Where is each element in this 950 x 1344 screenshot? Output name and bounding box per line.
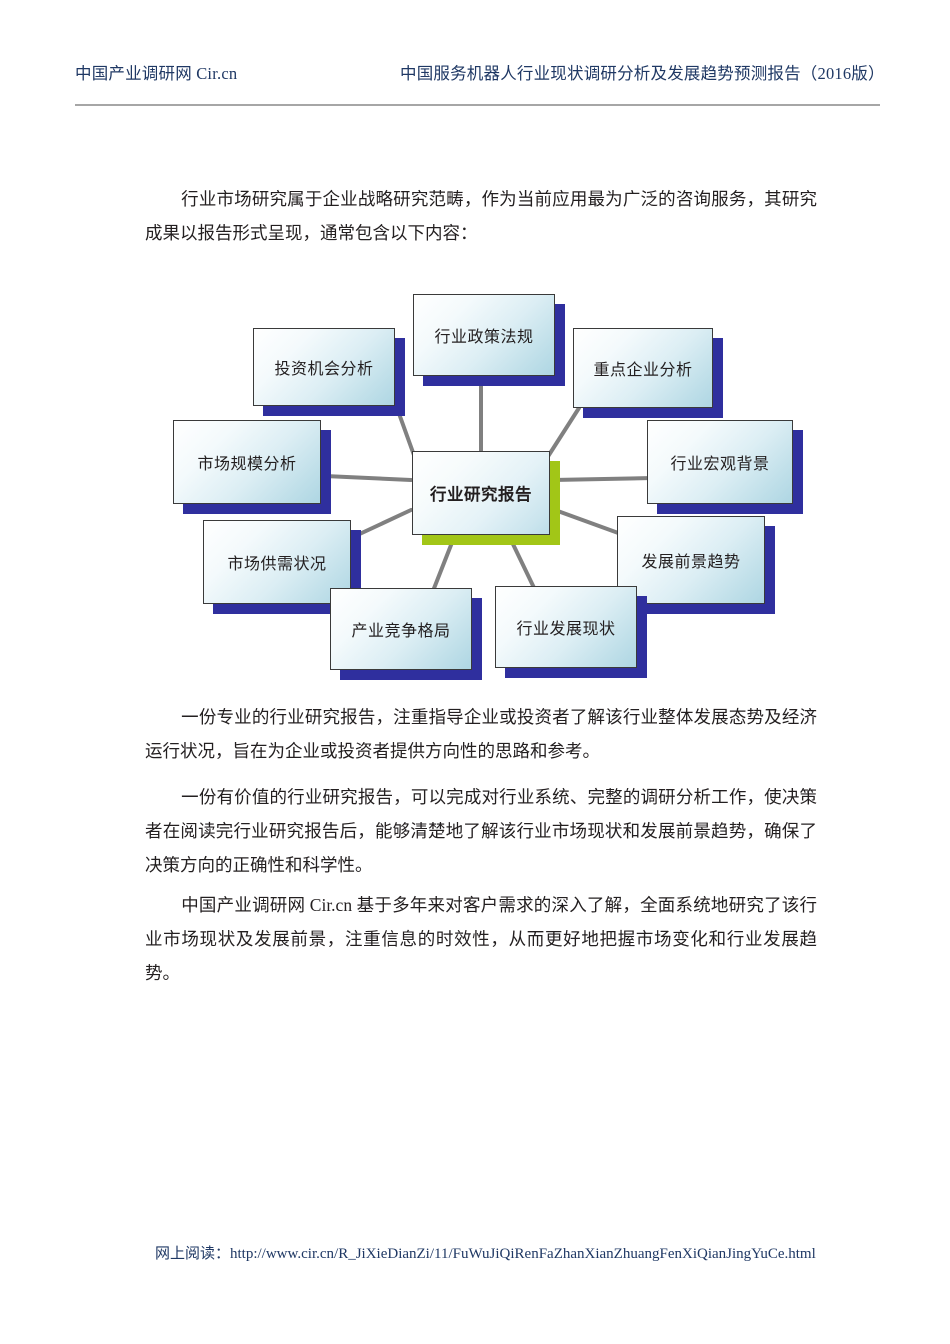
paragraph-professional-report: 一份专业的行业研究报告，注重指导企业或投资者了解该行业整体发展态势及经济运行状况… [145,700,817,768]
paragraph-cir-statement: 中国产业调研网 Cir.cn 基于多年来对客户需求的深入了解，全面系统地研究了该… [145,888,817,990]
node-card: 市场供需状况 [203,520,351,604]
node-label: 发展前景趋势 [641,554,741,571]
node-label: 市场规模分析 [197,456,297,473]
header-site-name: 中国产业调研网 Cir.cn [75,64,238,83]
diagram-node-macro-background[interactable]: 行业宏观背景 [647,420,803,514]
node-card: 行业宏观背景 [647,420,793,504]
page-header: 中国产业调研网 Cir.cn 中国服务机器人行业现状调研分析及发展趋势预测报告（… [75,60,885,100]
node-label: 市场供需状况 [227,556,327,573]
diagram-node-market-size[interactable]: 市场规模分析 [173,420,331,514]
node-card: 投资机会分析 [253,328,395,406]
node-card: 发展前景趋势 [617,516,765,604]
paragraph-valuable-report-text: 一份有价值的行业研究报告，可以完成对行业系统、完整的调研分析工作，使决策者在阅读… [145,787,817,875]
paragraph-cir-statement-text: 中国产业调研网 Cir.cn 基于多年来对客户需求的深入了解，全面系统地研究了该… [145,895,817,983]
diagram-node-development-prospect[interactable]: 发展前景趋势 [617,516,775,614]
footer-report-url[interactable]: http://www.cir.cn/R_JiXieDianZi/11/FuWuJ… [230,1246,816,1262]
link-center-status [509,538,539,596]
node-card: 行业发展现状 [495,586,637,668]
diagram-node-key-enterprise[interactable]: 重点企业分析 [573,328,723,418]
industry-research-report-diagram: 行业政策法规 投资机会分析 重点企业分析 市场规模分析 [165,288,803,680]
diagram-connector-lines [323,374,655,598]
link-center-prospect [553,508,623,536]
footer-read-online-label: 网上阅读： [155,1246,231,1262]
link-center-macro [551,476,655,482]
header-report-title: 中国服务机器人行业现状调研分析及发展趋势预测报告（2016版） [400,64,885,83]
node-card: 产业竞争格局 [330,588,472,670]
diagram-node-development-status[interactable]: 行业发展现状 [495,586,647,678]
node-label: 行业研究报告 [430,485,532,504]
paragraph-valuable-report: 一份有价值的行业研究报告，可以完成对行业系统、完整的调研分析工作，使决策者在阅读… [145,780,817,882]
node-card: 市场规模分析 [173,420,321,504]
diagram-node-center-research-report[interactable]: 行业研究报告 [412,451,560,545]
link-center-investment [395,406,417,460]
link-center-marketsize [323,474,413,482]
paragraph-intro-text: 行业市场研究属于企业战略研究范畴，作为当前应用最为广泛的咨询服务，其研究成果以报… [145,189,817,243]
node-label: 行业宏观背景 [670,456,770,473]
node-label: 重点企业分析 [593,362,693,379]
node-card: 行业政策法规 [413,294,555,376]
page-footer: 网上阅读：http://www.cir.cn/R_JiXieDianZi/11/… [155,1242,816,1263]
diagram-node-industry-competition[interactable]: 产业竞争格局 [330,588,482,680]
diagram-node-policy[interactable]: 行业政策法规 [413,294,565,386]
diagram-node-investment-opportunity[interactable]: 投资机会分析 [253,328,405,416]
node-label: 投资机会分析 [274,361,374,378]
paragraph-professional-report-text: 一份专业的行业研究报告，注重指导企业或投资者了解该行业整体发展态势及经济运行状况… [145,707,817,761]
link-center-competition [429,538,455,598]
node-label: 行业发展现状 [516,621,616,638]
node-label: 行业政策法规 [434,329,534,346]
paragraph-intro: 行业市场研究属于企业战略研究范畴，作为当前应用最为广泛的咨询服务，其研究成果以报… [145,182,817,250]
node-card: 重点企业分析 [573,328,713,408]
link-center-supplydemand [349,508,413,540]
diagram-node-supply-demand[interactable]: 市场供需状况 [203,520,361,614]
link-center-enterprise [545,406,581,460]
header-divider-rule [75,104,880,106]
node-label: 产业竞争格局 [351,623,451,640]
node-card: 行业研究报告 [412,451,550,535]
